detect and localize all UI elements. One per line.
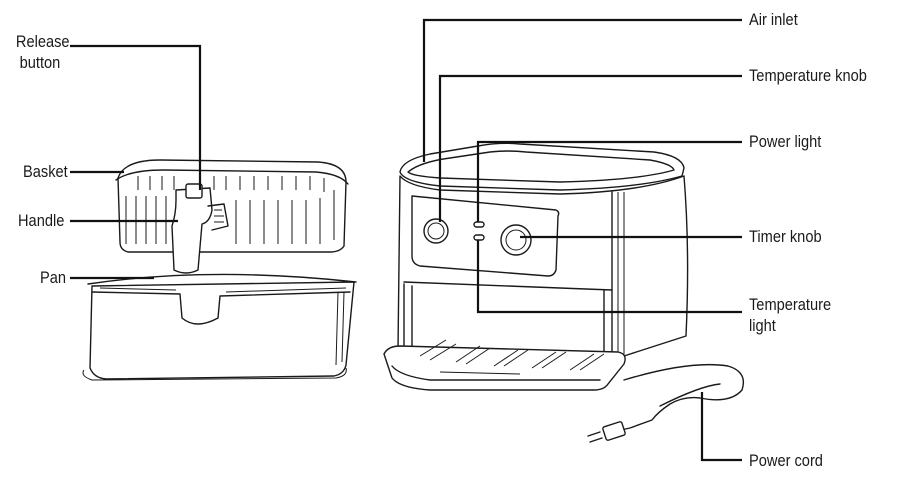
leader-temperature-knob <box>438 74 742 222</box>
leader-release-button <box>70 44 202 190</box>
label-timer-knob: Timer knob <box>749 227 822 246</box>
label-handle: Handle <box>18 211 65 230</box>
leader-air-inlet <box>422 18 742 162</box>
label-temperature-light-line1: Temperature <box>749 295 832 314</box>
label-air-inlet: Air inlet <box>749 10 798 29</box>
basket-illustration <box>115 159 349 274</box>
label-release-button-line2: button <box>19 53 61 72</box>
leader-power-light <box>476 140 742 222</box>
leader-lines <box>70 18 742 462</box>
label-temperature-light-line2: light <box>749 316 776 335</box>
label-basket: Basket <box>23 162 68 181</box>
air-fryer-illustration <box>383 142 745 443</box>
label-release-button: Release button <box>15 31 70 73</box>
label-pan: Pan <box>40 268 67 287</box>
leader-power-cord <box>700 392 742 462</box>
label-temperature-knob: Temperature knob <box>749 66 867 85</box>
label-power-light: Power light <box>749 132 822 151</box>
pan-illustration <box>82 273 357 381</box>
label-temperature-light: Temperature light <box>749 294 831 336</box>
leader-temperature-light <box>476 240 742 314</box>
label-release-button-line1: Release <box>15 32 70 51</box>
label-power-cord: Power cord <box>749 451 823 470</box>
